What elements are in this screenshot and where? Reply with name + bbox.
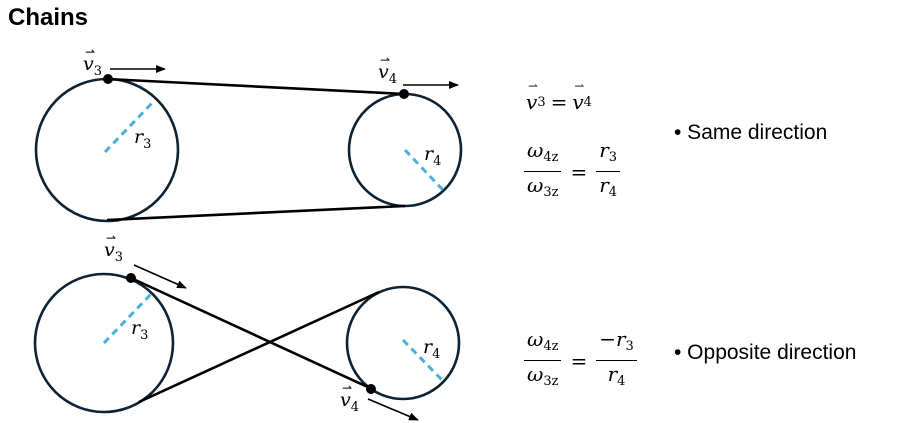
chain-top-strand — [106, 77, 406, 96]
chain-cross-strand-2 — [138, 290, 380, 404]
chain-bottom-strand — [106, 204, 406, 222]
gear-3-circle-crossed — [33, 272, 175, 414]
point-3-dot-crossed — [126, 273, 136, 283]
v3-label-crossed: v3 — [104, 239, 123, 265]
v4-label: v4 — [378, 61, 397, 87]
point-4-dot — [399, 89, 409, 99]
v4-label-crossed: v4 — [340, 389, 359, 415]
svg-text:⇀: ⇀ — [380, 53, 390, 67]
velocity-4-arrow-crossed — [367, 398, 419, 421]
radius-r4-line — [403, 148, 445, 192]
point-3-dot — [103, 74, 113, 84]
velocity-3-arrow-crossed — [133, 264, 187, 289]
page-title: Chains — [8, 4, 89, 31]
r3-label-crossed: r3 — [131, 317, 148, 343]
point-4-dot-crossed — [366, 384, 376, 394]
r3-label: r3 — [134, 126, 151, 152]
svg-text:⇀: ⇀ — [85, 45, 95, 59]
svg-text:⇀: ⇀ — [342, 381, 352, 395]
opposite-direction-diagram: v3 ⇀ v4 ⇀ r3 r4 — [33, 231, 461, 421]
r4-label: r4 — [424, 143, 441, 169]
opposite-direction-bullet: • Opposite direction — [674, 341, 857, 364]
r4-label-crossed: r4 — [423, 336, 440, 362]
gear-4-circle-crossed — [345, 285, 461, 401]
same-direction-diagram: v3 ⇀ v4 ⇀ r3 r4 — [34, 45, 463, 223]
chain-cross-strand-1 — [130, 276, 373, 391]
same-direction-bullet: • Same direction — [674, 121, 828, 144]
radius-r4-line-crossed — [401, 338, 444, 382]
opposite-direction-ratio-equation: ω4z ω3z = −r3 r4 — [520, 327, 641, 394]
v3-label: v3 — [83, 53, 102, 79]
svg-text:⇀: ⇀ — [106, 231, 116, 245]
radius-r3-line — [103, 98, 157, 154]
same-direction-ratio-equation: ω4z ω3z = r3 r4 — [520, 138, 624, 205]
